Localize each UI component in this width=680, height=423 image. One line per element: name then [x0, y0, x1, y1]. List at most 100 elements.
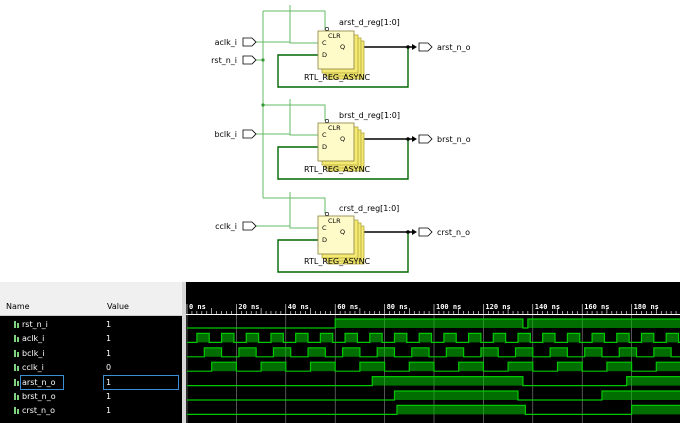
register-crst[interactable]: CLR C D Q crst_d_reg[1:0] RTL_REG_ASYNC	[304, 204, 399, 266]
time-label: 0 ns	[189, 303, 206, 311]
signal-row-cclk-i[interactable]: cclk_i	[0, 361, 101, 375]
signal-name: brst_n_o	[22, 392, 56, 401]
signal-row-brst-n-o[interactable]: brst_n_o	[0, 390, 101, 404]
value-row-brst-n-o[interactable]: 1	[101, 390, 182, 404]
signal-trace	[187, 332, 680, 343]
high-pulse	[320, 333, 333, 343]
high-pulse	[310, 362, 336, 372]
signal-value: 1	[106, 334, 112, 344]
port-rst-n-i[interactable]	[242, 55, 257, 65]
high-pulse	[261, 362, 286, 372]
high-pulse	[394, 333, 407, 343]
register-arst[interactable]: CLR C D Q arst_d_reg[1:0] RTL_REG_ASYNC	[304, 18, 400, 82]
high-pulse	[221, 333, 234, 343]
signal-row-crst-n-o[interactable]: crst_n_o	[0, 404, 101, 418]
waveform-cclk-i[interactable]	[187, 361, 680, 372]
register-type: RTL_REG_ASYNC	[304, 73, 371, 82]
high-pulse	[270, 333, 284, 343]
waveform-arst-n-o[interactable]	[187, 376, 680, 387]
time-label: 100 ns	[436, 303, 461, 311]
signal-value: 1	[106, 348, 112, 358]
high-pulse	[606, 362, 632, 372]
high-pulse	[626, 376, 680, 386]
signal-name: aclk_i	[22, 334, 45, 344]
port-crst-n-o[interactable]	[418, 227, 433, 237]
signal-row-rst-n-i[interactable]: rst_n_i	[0, 318, 101, 332]
value-column-header[interactable]: Value	[101, 282, 182, 316]
value-row-cclk-i[interactable]: 0	[101, 361, 182, 375]
signal-trace	[187, 361, 680, 372]
value-row-bclk-i[interactable]: 1	[101, 347, 182, 361]
waveform-aclk-i[interactable]	[187, 332, 680, 343]
high-pulse	[653, 347, 672, 357]
signal-row-bclk-i[interactable]: bclk_i	[0, 347, 101, 361]
time-label: 140 ns	[535, 303, 560, 311]
port-arst-n-o[interactable]	[418, 42, 433, 52]
svg-text:CLR: CLR	[328, 124, 341, 132]
high-pulse	[480, 347, 499, 357]
high-pulse	[666, 333, 679, 343]
signal-trace	[187, 318, 680, 329]
waveform-brst-n-o[interactable]	[187, 390, 680, 401]
value-row-arst-n-o[interactable]: 1	[101, 374, 182, 390]
time-label: 120 ns	[485, 303, 510, 311]
port-label-cclk-i: cclk_i	[215, 222, 237, 231]
signal-icon	[14, 335, 19, 343]
signal-name: crst_n_o	[22, 406, 55, 416]
high-pulse	[359, 362, 385, 372]
port-label-arst-n-o: arst_n_o	[437, 43, 471, 52]
high-pulse	[656, 362, 680, 372]
high-pulse	[377, 347, 395, 357]
port-label-aclk-i: aclk_i	[215, 38, 237, 47]
register-name: arst_d_reg[1:0]	[339, 18, 400, 27]
waveform-splitter[interactable]	[182, 282, 186, 423]
high-pulse	[345, 333, 358, 343]
name-column-header[interactable]: Name	[0, 282, 101, 316]
port-label-rst-n-i: rst_n_i	[211, 56, 237, 65]
signal-icon	[14, 321, 19, 328]
svg-text:D: D	[322, 236, 327, 244]
port-aclk-i[interactable]	[242, 37, 257, 47]
high-pulse	[584, 347, 602, 357]
time-label: 180 ns	[634, 303, 659, 311]
value-row-crst-n-o[interactable]: 1	[101, 404, 182, 418]
high-pulse	[211, 362, 237, 372]
signal-row-aclk-i[interactable]: aclk_i	[0, 332, 101, 346]
signal-row-arst-n-o[interactable]: arst_n_o	[0, 374, 101, 390]
port-brst-n-o[interactable]	[418, 134, 433, 144]
register-brst[interactable]: CLR C D Q brst_d_reg[1:0] RTL_REG_ASYNC	[304, 111, 400, 174]
high-pulse	[342, 347, 360, 357]
signal-name: bclk_i	[22, 348, 45, 358]
schematic-view: CLR C D Q arst_d_reg[1:0] RTL_REG_ASYNC …	[211, 5, 471, 273]
selection-box	[20, 374, 64, 390]
high-pulse	[372, 376, 523, 386]
high-pulse	[550, 347, 568, 357]
register-name: crst_d_reg[1:0]	[339, 204, 399, 213]
value-row-aclk-i[interactable]: 1	[101, 332, 182, 346]
signal-trace	[187, 404, 680, 415]
waveform-bclk-i[interactable]	[187, 347, 680, 358]
high-pulse	[592, 333, 605, 343]
high-pulse	[616, 333, 630, 343]
high-pulse	[409, 362, 434, 372]
high-pulse	[515, 347, 533, 357]
time-ruler	[186, 282, 680, 315]
port-bclk-i[interactable]	[242, 129, 257, 139]
signal-name: arst_n_o	[22, 377, 56, 387]
signal-value: 1	[106, 392, 112, 401]
signal-value: 1	[106, 406, 112, 416]
high-pulse	[641, 333, 654, 343]
high-pulse	[527, 319, 680, 328]
high-pulse	[196, 333, 210, 343]
svg-text:C: C	[322, 39, 327, 47]
signal-icon	[14, 407, 19, 415]
signal-name: cclk_i	[22, 363, 44, 373]
high-pulse	[567, 333, 580, 343]
waveform-rst-n-i[interactable]	[187, 318, 680, 329]
port-label-bclk-i: bclk_i	[214, 130, 237, 139]
value-row-rst-n-i[interactable]: 1	[101, 318, 182, 332]
waveform-crst-n-o[interactable]	[187, 404, 680, 415]
port-cclk-i[interactable]	[242, 221, 257, 231]
